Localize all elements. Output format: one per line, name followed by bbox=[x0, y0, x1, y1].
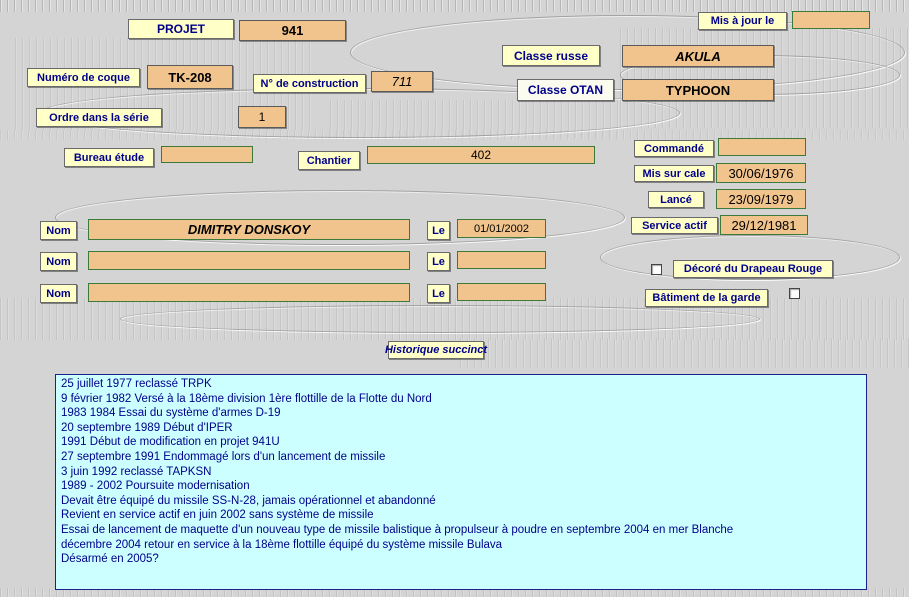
commande-field[interactable] bbox=[718, 138, 806, 156]
batiment-garde-checkbox[interactable] bbox=[789, 288, 800, 299]
bureau-etude-label: Bureau étude bbox=[64, 148, 154, 167]
background-texture bbox=[0, 0, 909, 12]
le-field-2[interactable] bbox=[457, 251, 546, 269]
construction-number-field[interactable]: 711 bbox=[371, 71, 433, 92]
updated-field[interactable] bbox=[792, 11, 870, 29]
background-texture bbox=[620, 28, 909, 128]
commande-label: Commandé bbox=[634, 140, 714, 157]
batiment-garde-label: Bâtiment de la garde bbox=[645, 289, 768, 307]
updated-label: Mis à jour le bbox=[698, 12, 787, 30]
lance-field[interactable]: 23/09/1979 bbox=[716, 189, 806, 209]
le-field-1[interactable]: 01/01/2002 bbox=[457, 219, 546, 238]
background-texture bbox=[0, 298, 909, 340]
classe-otan-label: Classe OTAN bbox=[517, 79, 614, 101]
historique-title: Historique succinct bbox=[385, 341, 487, 359]
le-field-3[interactable] bbox=[457, 283, 546, 301]
nom-label-1: Nom bbox=[40, 221, 77, 240]
chantier-field[interactable]: 402 bbox=[367, 146, 595, 164]
classe-russe-label: Classe russe bbox=[502, 45, 600, 66]
le-label-3: Le bbox=[427, 284, 450, 303]
nom-field-2[interactable] bbox=[88, 251, 410, 270]
service-actif-label: Service actif bbox=[631, 217, 718, 234]
service-actif-field[interactable]: 29/12/1981 bbox=[720, 215, 808, 235]
background-texture bbox=[460, 338, 909, 368]
projet-field[interactable]: 941 bbox=[239, 20, 346, 41]
submarine-hull-outline bbox=[120, 305, 760, 333]
le-label-2: Le bbox=[427, 252, 450, 271]
historique-textarea[interactable]: 25 juillet 1977 reclassé TRPK 9 février … bbox=[55, 374, 867, 590]
construction-number-label: N° de construction bbox=[253, 74, 366, 93]
nom-label-2: Nom bbox=[40, 252, 77, 271]
classe-otan-field[interactable]: TYPHOON bbox=[622, 79, 774, 101]
hull-number-label: Numéro de coque bbox=[27, 68, 140, 87]
nom-field-3[interactable] bbox=[88, 283, 410, 302]
hull-number-field[interactable]: TK-208 bbox=[147, 65, 233, 89]
nom-label-3: Nom bbox=[40, 284, 77, 303]
serie-order-label: Ordre dans la série bbox=[36, 108, 162, 127]
drapeau-rouge-label: Décoré du Drapeau Rouge bbox=[673, 260, 833, 278]
mis-sur-cale-field[interactable]: 30/06/1976 bbox=[716, 163, 806, 183]
drapeau-rouge-checkbox[interactable] bbox=[651, 264, 662, 275]
le-label-1: Le bbox=[427, 221, 450, 240]
mis-sur-cale-label: Mis sur cale bbox=[634, 165, 714, 182]
serie-order-field[interactable]: 1 bbox=[238, 106, 286, 128]
projet-label: PROJET bbox=[128, 19, 234, 39]
chantier-label: Chantier bbox=[298, 151, 360, 170]
classe-russe-field[interactable]: AKULA bbox=[622, 45, 774, 67]
background-texture bbox=[330, 100, 620, 138]
bureau-etude-field[interactable] bbox=[161, 146, 253, 163]
lance-label: Lancé bbox=[648, 191, 704, 208]
nom-field-1[interactable]: DIMITRY DONSKOY bbox=[88, 219, 410, 240]
